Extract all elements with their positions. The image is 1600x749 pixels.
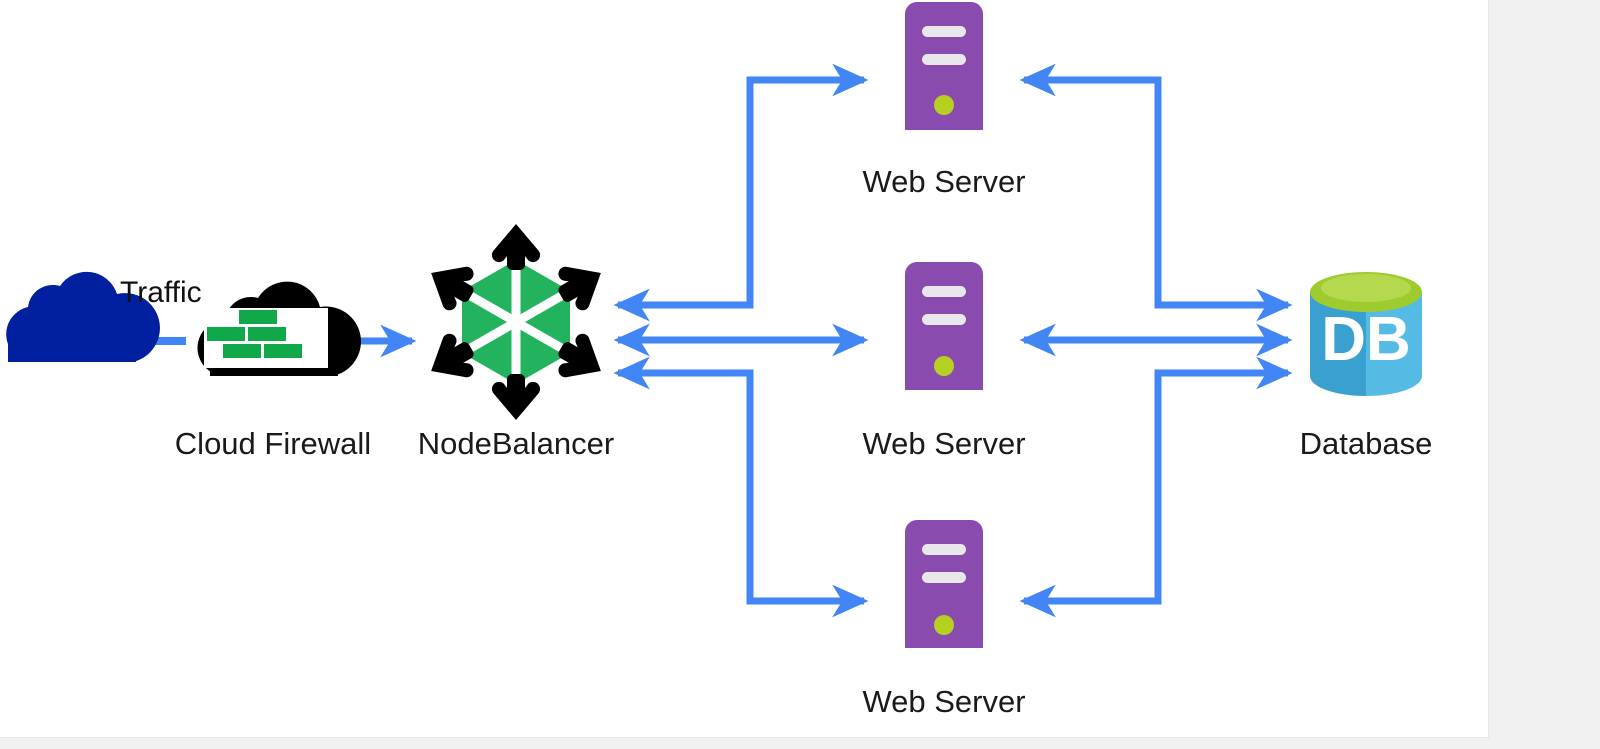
database-db-text: DB <box>1321 305 1411 374</box>
node-label-web-server-1: Web Server <box>862 164 1026 199</box>
server-tower-icon-2[interactable] <box>905 262 983 390</box>
cloud-icon[interactable] <box>6 271 160 362</box>
node-label-database: Database <box>1299 426 1433 461</box>
node-label-nodebalancer: NodeBalancer <box>417 426 615 461</box>
diagram-canvas: DB Traffic Cloud Firewall NodeBalancer W… <box>0 0 1489 738</box>
server-tower-icon-3[interactable] <box>905 520 983 648</box>
firewall-cloud-brick-icon[interactable] <box>197 281 361 377</box>
database-cylinder-icon[interactable]: DB <box>1310 272 1422 396</box>
edge-nodebalancer-to-web-server-3 <box>613 356 869 618</box>
node-label-web-server-2: Web Server <box>862 426 1026 461</box>
edge-label-traffic: Traffic <box>120 276 202 309</box>
node-label-cloud-firewall: Cloud Firewall <box>174 426 372 461</box>
architecture-diagram: DB <box>6 2 1422 648</box>
nodebalancer-hexagon-arrows-icon[interactable] <box>419 224 613 420</box>
node-label-web-server-3: Web Server <box>862 684 1026 719</box>
edge-nodebalancer-to-web-server-1 <box>613 63 869 322</box>
edge-layer <box>146 63 1293 618</box>
edge-web-server-3-to-database <box>1019 356 1293 618</box>
firewall-bricks <box>204 308 328 368</box>
server-tower-icon-1[interactable] <box>905 2 983 130</box>
edge-web-server-1-to-database <box>1019 63 1293 322</box>
